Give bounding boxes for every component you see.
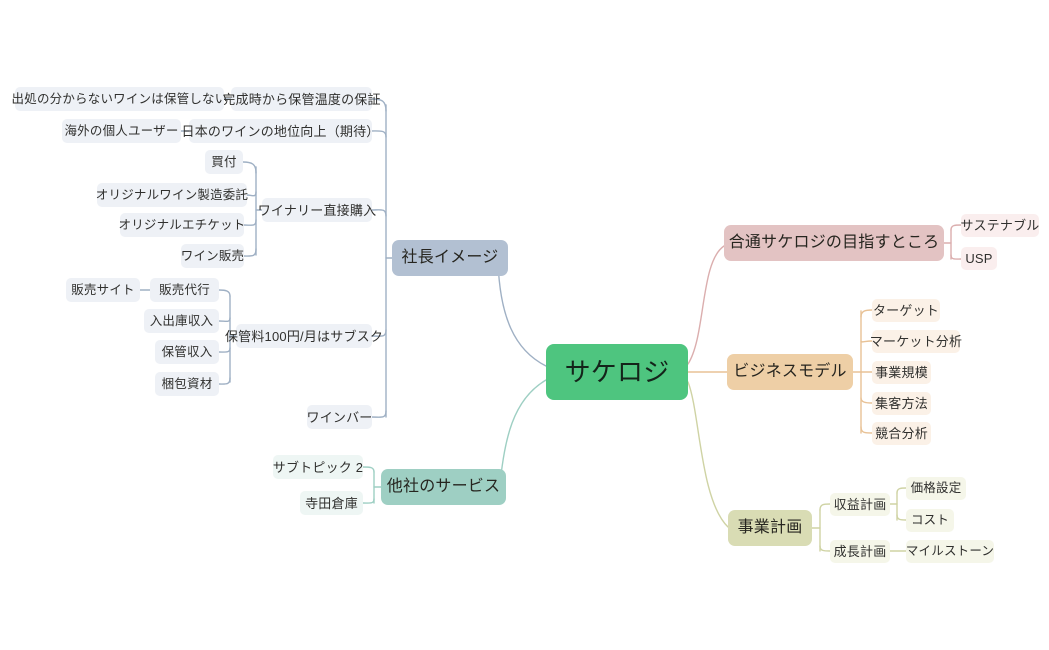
node-milestone[interactable]: マイルストーン: [906, 540, 994, 563]
node-dedokoro-wakaranai-wine[interactable]: 出処の分からないワインは保管しない: [12, 87, 227, 111]
node-original-wine-seizou-itaku[interactable]: オリジナルワイン製造委託: [96, 183, 248, 207]
edge-winery-c2: [246, 191, 257, 197]
node-nihon-wine-chii-koujou[interactable]: 日本のワインの地位向上（期待）: [182, 119, 379, 143]
edge-shachou-c5: [370, 410, 387, 418]
edge-business-c5: [860, 426, 873, 434]
edge-root-shachou: [497, 261, 547, 367]
branch-node-tasha-no-service[interactable]: 他社のサービス: [381, 469, 506, 505]
edge-goutsu-c2: [950, 254, 962, 260]
node-konpou-shizai[interactable]: 梱包資材: [155, 372, 219, 396]
node-seichou-keikaku[interactable]: 成長計画: [830, 540, 890, 563]
node-usp[interactable]: USP: [961, 247, 997, 270]
edge-hokan-c2: [218, 317, 231, 323]
node-winery-chokusetsu-kounyu[interactable]: ワイナリー直接購入: [258, 198, 376, 222]
branch-node-jigyou-keikaku[interactable]: 事業計画: [728, 510, 812, 546]
edge-business-c1: [860, 309, 873, 318]
node-shueki-keikaku[interactable]: 収益計画: [830, 493, 890, 516]
node-hanbai-daikou[interactable]: 販売代行: [150, 278, 219, 302]
edge-jigyou-c2: [819, 545, 831, 552]
node-kyougou-bunseki[interactable]: 競合分析: [872, 422, 931, 445]
branch-node-shachou-image[interactable]: 社長イメージ: [392, 240, 508, 276]
edge-jigyou-c1: [819, 503, 831, 511]
node-kaigai-kojin-user[interactable]: 海外の個人ユーザー: [62, 119, 181, 143]
node-jigyou-kibo[interactable]: 事業規模: [872, 361, 931, 384]
node-sustainable[interactable]: サステナブル: [961, 214, 1039, 237]
node-kansei-hokan-ondo[interactable]: 完成時から保管温度の保証: [222, 87, 381, 111]
edge-winery-c3: [243, 219, 257, 226]
node-hokanryou-subscription[interactable]: 保管料100円/月はサブスク: [225, 324, 383, 348]
edge-shueki-c2: [896, 514, 907, 521]
edge-hokan-c4: [218, 377, 231, 385]
edge-winery-c1: [242, 161, 257, 174]
node-original-etiquette[interactable]: オリジナルエチケット: [119, 213, 245, 237]
edge-root-tasha: [499, 379, 547, 484]
node-market-bunseki[interactable]: マーケット分析: [870, 330, 962, 353]
node-target[interactable]: ターゲット: [872, 299, 940, 322]
edge-business-c4: [860, 397, 873, 404]
node-hokan-shunyu[interactable]: 保管収入: [155, 340, 219, 364]
node-cost[interactable]: コスト: [906, 509, 954, 532]
edge-goutsu-c1: [950, 224, 962, 231]
edge-root-jigyou: [687, 381, 729, 528]
node-wine-bar[interactable]: ワインバー: [307, 405, 372, 429]
root-node-sakelogi[interactable]: サケロジ: [546, 344, 688, 400]
node-wine-hanbai[interactable]: ワイン販売: [181, 244, 244, 268]
node-subtopic-2[interactable]: サブトピック 2: [273, 455, 363, 479]
node-nyushutsuko-shunyu[interactable]: 入出庫収入: [144, 309, 219, 333]
branch-node-business-model[interactable]: ビジネスモデル: [727, 354, 853, 390]
edge-tasha-c1: [362, 466, 375, 473]
node-kaitsuke[interactable]: 買付: [205, 150, 243, 174]
edge-winery-c4: [243, 248, 257, 257]
node-terada-souko[interactable]: 寺田倉庫: [300, 491, 363, 515]
edge-root-goutsu: [687, 245, 725, 365]
node-hanbai-site[interactable]: 販売サイト: [66, 278, 140, 302]
node-shukyaku-houhou[interactable]: 集客方法: [872, 392, 931, 415]
edge-shueki-c1: [896, 487, 907, 494]
node-kakaku-settei[interactable]: 価格設定: [906, 477, 966, 500]
branch-node-goutsu-mezasu-tokoro[interactable]: 合通サケロジの目指すところ: [724, 225, 944, 261]
edge-hokan-c3: [218, 347, 231, 353]
edge-hokan-c1: [218, 289, 231, 297]
edge-tasha-c2: [362, 498, 375, 504]
